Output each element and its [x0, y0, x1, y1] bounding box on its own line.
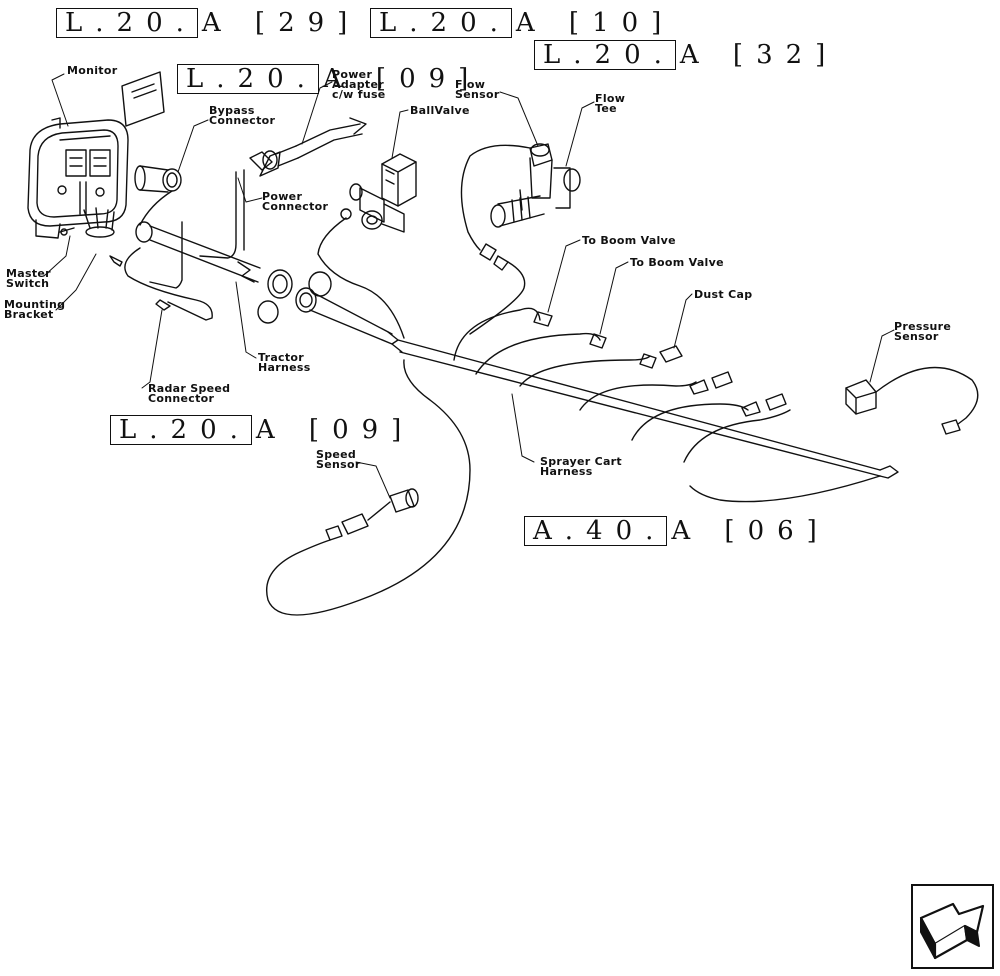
- label-to-boom-valve-1: To Boom Valve: [582, 234, 676, 247]
- label-flow-tee: Flow Tee: [595, 92, 626, 115]
- label-master-switch: Master Switch: [6, 267, 51, 290]
- sprayer-cart-harness: [295, 261, 899, 503]
- label-tractor-harness: Tractor Harness: [258, 351, 311, 374]
- label-radar-speed-connector: Radar Speed Connector: [148, 382, 231, 405]
- label-pressure-sensor: Pressure Sensor: [894, 320, 952, 343]
- label-dust-cap: Dust Cap: [694, 288, 753, 301]
- ref-code-l20a-09-top[interactable]: L.20. A [09]: [177, 64, 481, 94]
- mounting-bracket: [35, 207, 115, 239]
- pressure-sensor: [845, 366, 979, 435]
- ref-code-l20a-29[interactable]: L.20. A [29]: [56, 8, 360, 38]
- label-bypass-connector: Bypass Connector: [209, 104, 276, 127]
- tractor-harness: [109, 151, 293, 324]
- monitor: [27, 117, 129, 227]
- flow-sensor-tee: [460, 143, 581, 271]
- label-to-boom-valve-2: To Boom Valve: [630, 256, 724, 269]
- bypass-connector: [134, 165, 182, 226]
- monitor-label-card: [121, 71, 165, 127]
- next-page-arrow-icon: [919, 902, 985, 960]
- next-page-arrow-button[interactable]: [911, 884, 994, 969]
- ref-code-a40a-06[interactable]: A.40. A [06]: [524, 516, 830, 546]
- label-monitor: Monitor: [67, 64, 118, 77]
- ref-code-l20a-32[interactable]: L.20. A [32]: [534, 40, 838, 70]
- ball-valve: [317, 153, 417, 339]
- speed-sensor: [266, 359, 471, 616]
- label-mounting-bracket: Mounting Bracket: [4, 298, 66, 321]
- power-adapter: [249, 117, 367, 171]
- label-power-adapter: Power Adapter c/w fuse: [332, 68, 386, 101]
- label-sprayer-cart-harness: Sprayer Cart Harness: [540, 455, 622, 478]
- label-power-connector: Power Connector: [262, 190, 329, 213]
- label-speed-sensor: Speed Sensor: [316, 448, 361, 471]
- leader-lines: [43, 73, 895, 499]
- ref-code-l20a-09-mid[interactable]: L.20. A [09]: [110, 415, 414, 445]
- ref-code-l20a-10[interactable]: L.20. A [10]: [370, 8, 674, 38]
- label-ball-valve: BallValve: [410, 104, 470, 117]
- label-flow-sensor: Flow Sensor: [455, 78, 500, 101]
